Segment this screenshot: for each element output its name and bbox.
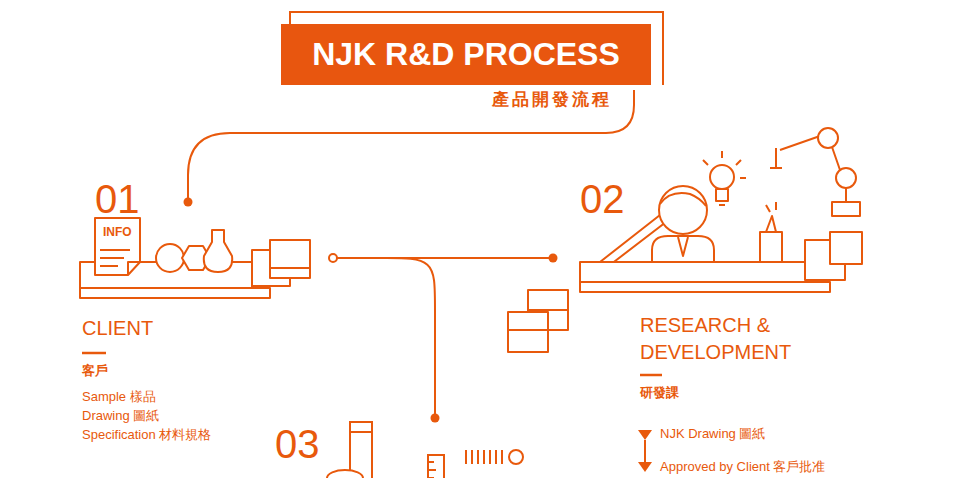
rnd-illustration-shape — [678, 237, 688, 256]
rnd-illustration-shape — [580, 282, 830, 292]
rnd-step: 02RESEARCH & DEVELOPMENT 研發課 NJK Drawing 圖… — [553, 175, 873, 477]
connector-dot-shape — [549, 254, 558, 263]
rnd-illustration-shape — [652, 236, 714, 262]
subtitle: 產品開發流程 — [492, 90, 612, 110]
rnd-illustration-shape — [508, 312, 548, 352]
production-illustration-shape — [350, 431, 372, 433]
client-illustration-shape — [270, 240, 310, 278]
step-heading: CLIENT — [82, 316, 153, 340]
rnd-illustration-shape — [710, 165, 734, 189]
rnd-illustration-shape — [638, 430, 652, 440]
icon-label: INFO — [103, 225, 132, 239]
client-illustration-shape — [156, 244, 184, 272]
rnd-illustration — [508, 128, 862, 472]
production-illustration-shape — [509, 450, 523, 464]
client-illustration-shape — [270, 267, 310, 269]
client-illustration-shape — [204, 230, 232, 272]
production-step: 03 — [270, 418, 570, 476]
client-illustration-shape — [95, 218, 140, 275]
rnd-illustration-shape — [640, 374, 662, 377]
rnd-illustration-shape — [638, 462, 652, 472]
rnd-illustration-shape — [659, 186, 707, 234]
rnd-illustration-shape — [766, 216, 776, 232]
production-illustration — [327, 422, 523, 478]
rnd-illustration-shape — [836, 168, 856, 188]
rnd-illustration-shape — [818, 128, 838, 148]
production-illustration-shape — [466, 450, 502, 464]
connector-dot — [329, 254, 558, 423]
client-illustration-shape — [100, 250, 130, 266]
step-number: 02 — [580, 175, 625, 223]
connector-dot-shape — [329, 254, 337, 262]
output-item: Approved by Client 客戶批准 — [660, 459, 825, 475]
step-heading: RESEARCH & DEVELOPMENT — [640, 312, 810, 366]
production-illustration-shape — [327, 470, 363, 478]
title-frame-shape — [188, 90, 634, 198]
title-banner: NJK R&D PROCESS — [281, 24, 651, 85]
production-illustration-shape — [428, 455, 444, 478]
input-item: Sample 樣品 — [82, 389, 156, 405]
input-item: Specification 材料規格 — [82, 427, 211, 443]
production-illustration-shape — [428, 462, 436, 478]
rnd-illustration-shape — [770, 148, 782, 168]
connector-dot-shape — [431, 414, 440, 423]
rnd-illustration-shape — [760, 232, 782, 262]
input-item: Drawing 圖紙 — [82, 408, 159, 424]
flow-connector — [329, 258, 435, 418]
title-frame-shape — [184, 198, 193, 207]
step-number: 03 — [275, 420, 320, 468]
output-item: NJK Drawing 圖紙 — [660, 426, 765, 442]
rnd-illustration-shape — [766, 202, 776, 212]
rnd-illustration-shape — [660, 193, 706, 206]
rnd-illustration-shape — [580, 262, 825, 282]
client-illustration-shape — [82, 352, 106, 355]
rnd-illustration-shape — [716, 189, 728, 201]
rnd-illustration-shape — [832, 202, 860, 216]
rnd-illustration-shape — [703, 151, 746, 205]
client-illustration-shape — [128, 262, 140, 275]
rnd-illustration-shape — [508, 310, 568, 330]
client-illustration — [80, 218, 310, 353]
client-illustration-shape — [80, 288, 270, 298]
rnd-illustration-shape — [830, 232, 862, 264]
production-illustration-shape — [350, 422, 372, 478]
rnd-illustration-shape — [644, 440, 646, 462]
step-subheading: 研發課 — [640, 385, 679, 401]
title-text: NJK R&D PROCESS — [312, 36, 620, 73]
step-number: 01 — [95, 175, 140, 223]
step-subheading: 客戶 — [82, 363, 108, 379]
client-step: 01CLIENT 客戶 Sample 樣品 Drawing 圖紙 Specificati… — [78, 175, 329, 450]
rnd-illustration-shape — [780, 136, 846, 202]
